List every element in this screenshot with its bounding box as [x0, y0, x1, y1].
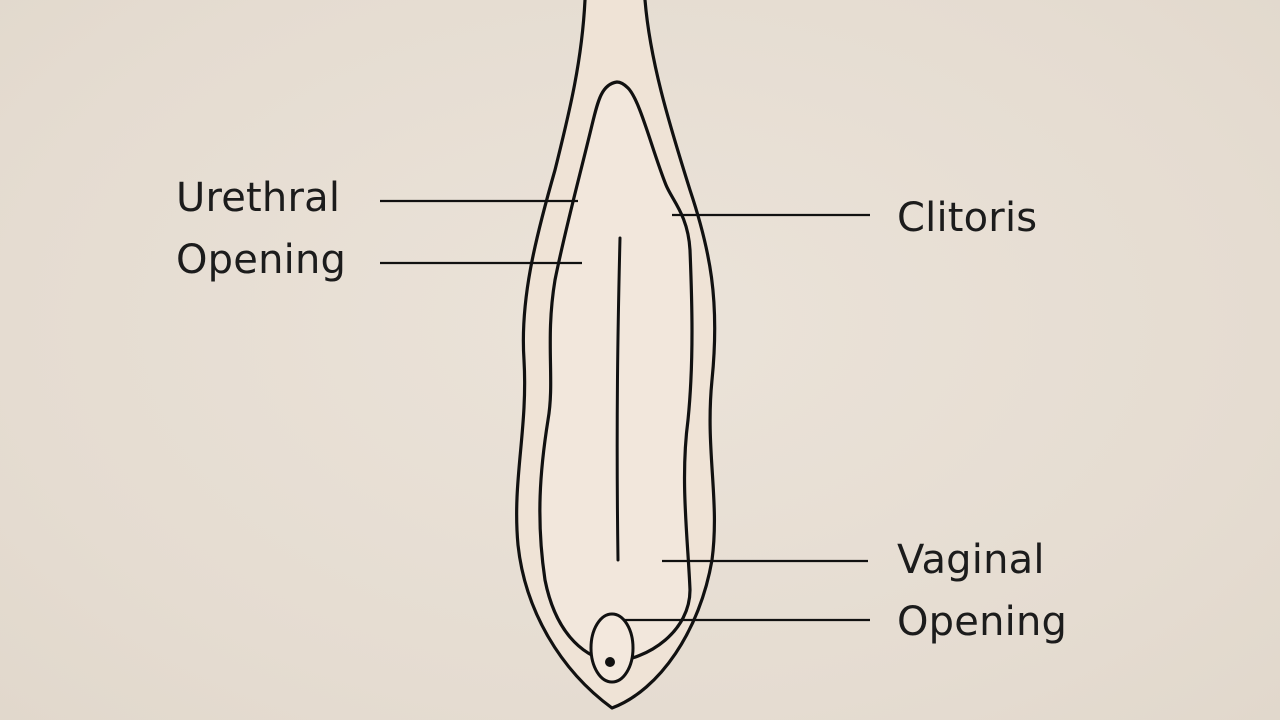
label-urethral-line1: Urethral: [176, 175, 341, 221]
label-urethral-line2: Opening: [176, 237, 347, 283]
central-cleft-line: [615, 236, 622, 562]
inner-contour: [538, 80, 694, 664]
label-clitoris: Clitoris: [897, 187, 1037, 249]
label-vaginal-opening: Vaginal Opening: [897, 529, 1067, 653]
label-clitoris-line1: Clitoris: [897, 195, 1038, 241]
label-vaginal-line1: Vaginal: [897, 537, 1045, 583]
label-vaginal-line2: Opening: [897, 599, 1068, 645]
label-urethral-opening: Urethral Opening: [176, 167, 346, 291]
small-opening-oval: [589, 612, 635, 684]
small-opening-dot: [605, 657, 615, 667]
